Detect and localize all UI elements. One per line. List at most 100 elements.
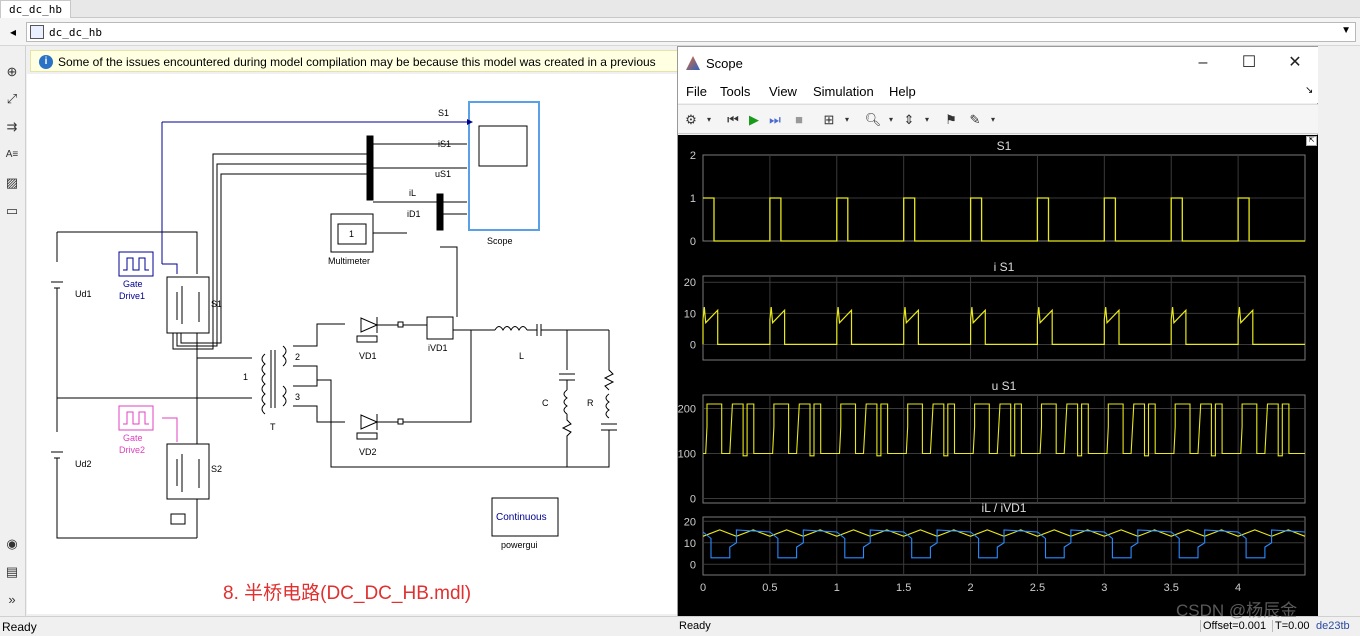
ytick-label: 20: [684, 277, 696, 289]
list-icon[interactable]: ▤: [5, 564, 19, 579]
label-gate1-b[interactable]: Drive1: [119, 291, 146, 301]
circuit-diagram: [51, 101, 617, 539]
axes-title: u S1: [992, 379, 1017, 393]
breadcrumb-path: dc_dc_hb: [49, 26, 102, 39]
matlab-icon: [686, 56, 700, 70]
back-icon[interactable]: ◂: [9, 25, 17, 39]
offset-readout: Offset=0.001: [1200, 620, 1266, 632]
undock-icon[interactable]: ⇱: [1306, 136, 1317, 146]
model-icon: [30, 25, 44, 39]
ytick-label: 2: [690, 150, 696, 162]
menu-view[interactable]: View: [769, 84, 797, 99]
menu-file[interactable]: File: [686, 84, 707, 99]
style-icon[interactable]: ✎: [969, 112, 981, 127]
xtick-label: 2.5: [1030, 582, 1045, 594]
label-il-signal: iL: [409, 188, 417, 198]
series-us1: [703, 403, 1305, 457]
ytick-label: 0: [690, 339, 696, 351]
warning-bar: i Some of the issues encountered during …: [30, 50, 680, 72]
close-icon[interactable]: ✕: [1288, 54, 1302, 71]
autoscale-dropdown-icon[interactable]: ▾: [924, 115, 929, 124]
label-t2: 2: [295, 352, 301, 362]
axes-title: iL / iVD1: [982, 501, 1027, 515]
style-dropdown-icon[interactable]: ▾: [990, 115, 995, 124]
ytick-label: 0: [690, 559, 696, 571]
xtick-label: 1: [834, 582, 840, 594]
label-continuous[interactable]: Continuous: [496, 512, 547, 523]
expand-icon[interactable]: »: [8, 592, 16, 607]
minimize-icon[interactable]: –: [1198, 54, 1208, 71]
fit-view-icon[interactable]: ⤢: [6, 91, 18, 106]
xtick-label: 0.5: [762, 582, 777, 594]
axes-title: i S1: [994, 260, 1015, 274]
watermark: CSDN @杨辰金: [1176, 601, 1298, 620]
label-s1: S1: [211, 299, 223, 309]
label-gate1-a[interactable]: Gate: [123, 279, 143, 289]
zoom-icon[interactable]: 🔍︎: [864, 112, 882, 127]
label-multimeter[interactable]: Multimeter: [328, 256, 371, 266]
ytick-label: 0: [690, 494, 696, 506]
zoom-dropdown-icon[interactable]: ▾: [888, 115, 893, 124]
maximize-icon[interactable]: ☐: [1241, 54, 1257, 71]
annotation-icon[interactable]: A≡: [5, 149, 19, 160]
breadcrumb[interactable]: dc_dc_hb ▼: [26, 22, 1356, 42]
label-scope[interactable]: Scope: [487, 236, 513, 246]
label-gate2-b[interactable]: Drive2: [119, 445, 146, 455]
ytick-label: 10: [684, 538, 696, 550]
signal-select-icon[interactable]: ⊞: [823, 112, 835, 127]
scope-titlebar: Scope – ☐ ✕: [678, 47, 1319, 79]
series-ivd1: [702, 529, 1306, 559]
label-transformer: T: [270, 422, 276, 432]
series-s1: [703, 197, 1305, 242]
menu-tools[interactable]: Tools: [720, 84, 751, 99]
menu-help[interactable]: Help: [889, 84, 916, 99]
model-canvas[interactable]: S1 iS1 uS1 iL iD1 Scope Multimeter 1 Gat…: [27, 74, 677, 614]
xtick-label: 3.5: [1164, 582, 1179, 594]
right-strip: [1318, 46, 1360, 616]
scope-status-text: Ready: [679, 620, 711, 632]
signal-dropdown-icon[interactable]: ▾: [844, 115, 849, 124]
label-gate2-a[interactable]: Gate: [123, 433, 143, 443]
arrow-icon[interactable]: ⇉: [6, 119, 18, 134]
chevron-down-icon[interactable]: ▼: [1341, 25, 1351, 36]
menu-simulation[interactable]: Simulation: [813, 84, 874, 99]
label-resistor: R: [587, 398, 594, 408]
label-powergui[interactable]: powergui: [501, 540, 538, 550]
ytick-label: 0: [690, 236, 696, 248]
image-icon[interactable]: ▨: [5, 175, 19, 190]
label-ud1: Ud1: [75, 289, 92, 299]
address-bar: ◂ dc_dc_hb ▼: [0, 18, 1360, 46]
info-icon: i: [39, 55, 53, 69]
triggers-icon[interactable]: ⚑: [945, 112, 957, 127]
label-t3: 3: [295, 392, 301, 402]
label-id1-signal: iD1: [407, 209, 421, 219]
scope-toolbar: ⚙ ▾ ⏮ ▶ ⏭ ■ ⊞ ▾ 🔍︎ ▾ ⇕ ▾ ⚑ ✎ ▾: [678, 104, 1319, 134]
dock-icon[interactable]: ↘: [1305, 85, 1314, 96]
axes-title: S1: [997, 139, 1012, 153]
xtick-label: 3: [1101, 582, 1107, 594]
step-forward-icon[interactable]: ⏭: [769, 112, 781, 127]
label-inductor: L: [519, 351, 525, 361]
zoom-in-icon[interactable]: ⊕: [6, 64, 18, 79]
label-vd2: VD2: [359, 447, 377, 457]
settings-dropdown-icon[interactable]: ▾: [706, 115, 711, 124]
xtick-label: 4: [1235, 582, 1241, 594]
run-icon[interactable]: ▶: [749, 112, 759, 127]
multimeter-value: 1: [349, 229, 355, 239]
diagram-caption: 8. 半桥电路(DC_DC_HB.mdl): [223, 583, 472, 604]
rect-icon[interactable]: ▭: [5, 203, 19, 218]
scope-window: Scope – ☐ ✕ File Tools View Simulation H…: [677, 46, 1319, 636]
autoscale-icon[interactable]: ⇕: [903, 112, 915, 127]
settings-icon[interactable]: ⚙: [685, 112, 697, 127]
step-back-icon[interactable]: ⏮: [727, 112, 739, 127]
stop-icon[interactable]: ■: [795, 112, 803, 127]
tab-model[interactable]: dc_dc_hb: [0, 0, 71, 18]
camera-icon[interactable]: ◉: [6, 536, 18, 551]
series-is1: [702, 307, 1305, 345]
label-vd1: VD1: [359, 351, 377, 361]
label-s2: S2: [211, 464, 223, 474]
tab-bar: dc_dc_hb: [0, 0, 1360, 18]
axes-3: [702, 516, 1306, 576]
